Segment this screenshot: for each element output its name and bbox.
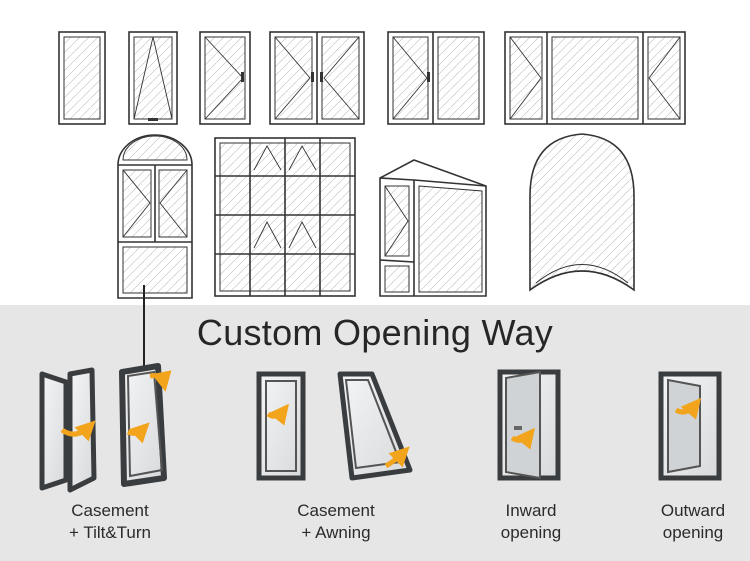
tilt-turn-illustration (39, 363, 172, 493)
tilt-window-drawing (128, 31, 178, 125)
label-line: opening (662, 523, 724, 542)
label-casement-awning: Casement + Awning (261, 500, 411, 544)
curved-window-drawing (529, 133, 635, 292)
label-line: Inward (505, 501, 557, 520)
label-line: + Awning (301, 523, 371, 542)
triple-window-drawing (504, 31, 686, 125)
label-line: opening (500, 523, 562, 542)
section-heading: Custom Opening Way (196, 312, 554, 353)
fixed-window-drawing (58, 31, 106, 125)
label-casement-tilt-turn: Casement + Tilt&Turn (35, 500, 185, 544)
bay-window-drawing (379, 159, 487, 297)
label-line: Outward (660, 501, 726, 520)
casement-fixed-drawing (387, 31, 485, 125)
double-casement-drawing (269, 31, 365, 125)
label-line: + Tilt&Turn (68, 523, 152, 542)
arched-window-drawing (117, 134, 193, 299)
label-inward-opening: Inward opening (456, 500, 606, 544)
grid-window-drawing (214, 137, 356, 297)
outward-opening-illustration (658, 371, 722, 481)
inward-opening-illustration (497, 369, 561, 481)
casement-awning-illustration (256, 371, 413, 481)
label-outward-opening: Outward opening (618, 500, 750, 544)
casement-window-drawing (199, 31, 251, 125)
label-line: Casement (297, 501, 375, 520)
label-line: Casement (71, 501, 149, 520)
